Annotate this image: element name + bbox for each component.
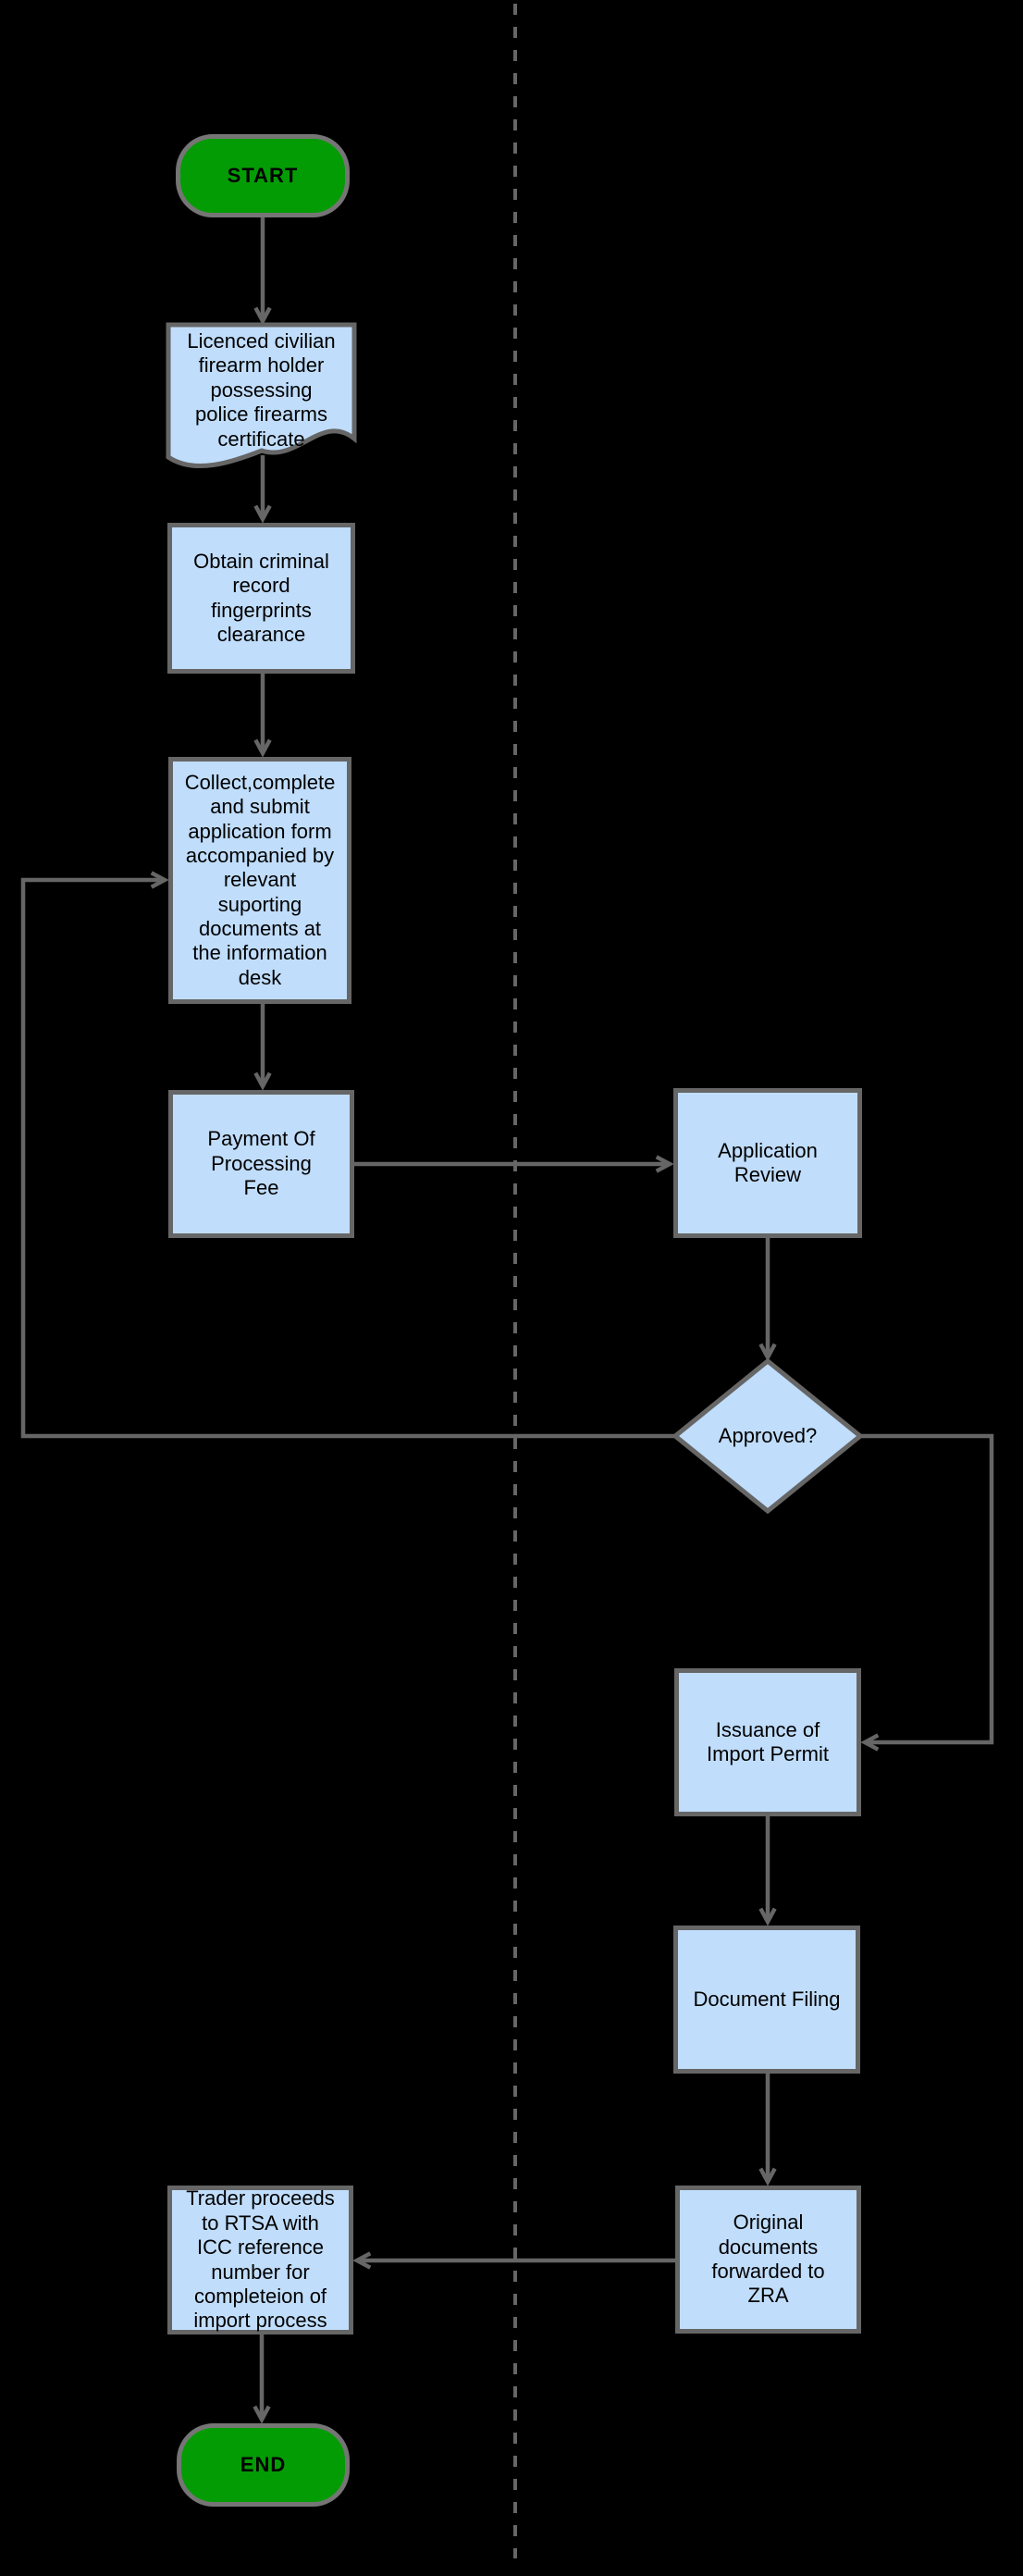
node-payment-label: Payment Of Processing Fee [207,1127,315,1200]
node-licenced-holder: Licenced civilian firearm holder possess… [168,325,354,456]
node-application-review: Application Review [673,1088,862,1238]
node-end-label: END [240,2452,287,2476]
node-start-label: START [227,163,299,187]
node-criminal-record-label: Obtain criminal record fingerprints clea… [193,549,329,646]
node-original-docs: Original documents forwarded to ZRA [675,2186,861,2334]
node-approved-label: Approved? [718,1423,818,1447]
connector-approved-to-issuance [860,1433,994,1742]
node-trader-rtsa-label: Trader proceeds to RTSA with ICC referen… [186,2186,335,2333]
node-submit-application: Collect,complete and submit application … [168,757,351,1004]
node-document-filing-label: Document Filing [693,1987,841,2011]
node-issuance: Issuance of Import Permit [674,1668,861,1816]
node-start: START [176,134,350,217]
node-submit-application-label: Collect,complete and submit application … [184,770,336,989]
node-application-review-label: Application Review [718,1138,818,1186]
node-trader-rtsa: Trader proceeds to RTSA with ICC referen… [167,2186,353,2334]
node-issuance-label: Issuance of Import Permit [706,1717,830,1765]
node-document-filing: Document Filing [673,1926,860,2074]
node-licenced-holder-label: Licenced civilian firearm holder possess… [187,329,336,451]
node-criminal-record: Obtain criminal record fingerprints clea… [167,523,355,674]
node-payment: Payment Of Processing Fee [168,1090,354,1238]
node-end: END [177,2423,350,2507]
connector-approved-to-submit-application [20,880,675,1439]
document-shape [166,322,357,469]
node-approved: Approved? [675,1361,860,1511]
decision-diamond [672,1357,864,1515]
node-original-docs-label: Original documents forwarded to ZRA [711,2211,825,2308]
